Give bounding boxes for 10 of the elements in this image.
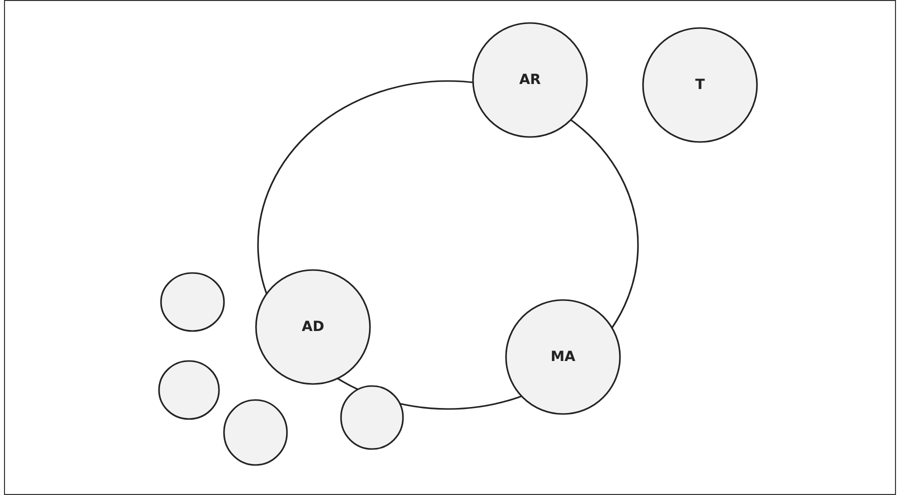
empty-circle [158, 360, 220, 420]
empty-circle [160, 272, 225, 332]
node-label: AR [519, 72, 541, 88]
empty-circle [223, 399, 288, 466]
node-label: MA [550, 349, 576, 365]
empty-circle [340, 385, 404, 450]
node-label: AD [302, 319, 324, 335]
circle-node [472, 22, 588, 138]
circle-node [642, 27, 758, 143]
node-label: T [695, 77, 705, 93]
